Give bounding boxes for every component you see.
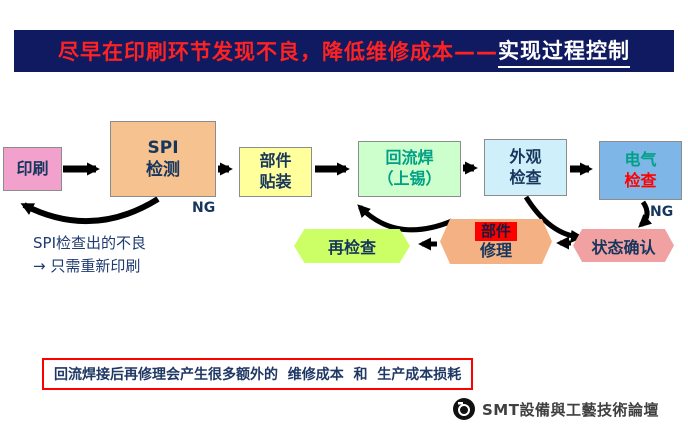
node-spi-label-line2: 检测 xyxy=(146,160,180,180)
node-spi-label-line1: SPI xyxy=(147,137,179,158)
node-reflow-label-line2: （上锡） xyxy=(377,169,442,188)
arrow-recheck-to-reflow xyxy=(357,204,453,233)
node-visual-inspection: 外观 检查 xyxy=(484,139,567,196)
node-electrical-inspection: 电气 检查 xyxy=(599,141,682,200)
spi-note-line2: → 只需重新印刷 xyxy=(33,257,141,275)
node-recheck-label: 再检查 xyxy=(327,238,376,257)
arrow-electric-ng-to-status xyxy=(638,200,653,228)
node-visual-label-line1: 外观 xyxy=(509,146,542,166)
forum-watermark-text: SMT設備與工藝技術論壇 xyxy=(482,400,659,419)
arrow-spi-ng-to-print xyxy=(20,196,160,225)
node-status-confirmation: 状态确认 xyxy=(573,229,674,262)
node-electric-label-line1: 电气 xyxy=(624,149,657,169)
node-printing-label: 印刷 xyxy=(16,158,49,178)
ng-label-spi: NG xyxy=(192,200,216,216)
node-reflow-soldering: 回流焊 （上锡） xyxy=(358,141,461,197)
title-text-white: 实现过程控制 xyxy=(498,35,630,68)
node-electric-label-line2: 检查 xyxy=(624,170,657,190)
node-repair-label: 修理 xyxy=(479,241,512,261)
forum-watermark: SMT設備與工藝技術論壇 xyxy=(452,397,659,421)
node-repair-chip: 部件 xyxy=(474,222,517,242)
node-mount-label-line2: 贴装 xyxy=(259,172,292,191)
node-printing: 印刷 xyxy=(3,147,62,191)
cost-warning-banner: 回流焊接后再修理会产生很多额外的 维修成本 和 生产成本损耗 xyxy=(42,358,474,390)
node-component-placement: 部件 贴装 xyxy=(239,147,312,197)
camera-logo-icon xyxy=(453,398,475,420)
node-reinspection: 再检查 xyxy=(294,229,410,263)
title-banner: 尽早在印刷环节发现不良，降低维修成本——实现过程控制 xyxy=(14,30,674,72)
title-text-red: 尽早在印刷环节发现不良，降低维修成本—— xyxy=(58,40,498,64)
node-visual-label-line2: 检查 xyxy=(509,167,542,187)
node-status-label: 状态确认 xyxy=(591,237,656,257)
node-component-repair: 部件 修理 xyxy=(440,219,552,264)
node-reflow-label-line1: 回流焊 xyxy=(385,148,434,168)
node-mount-label-line1: 部件 xyxy=(259,151,292,171)
ng-label-electric: NG xyxy=(650,204,674,220)
node-spi-inspection: SPI 检测 xyxy=(110,121,216,197)
spi-note-line1: SPI检查出的不良 xyxy=(33,234,146,252)
